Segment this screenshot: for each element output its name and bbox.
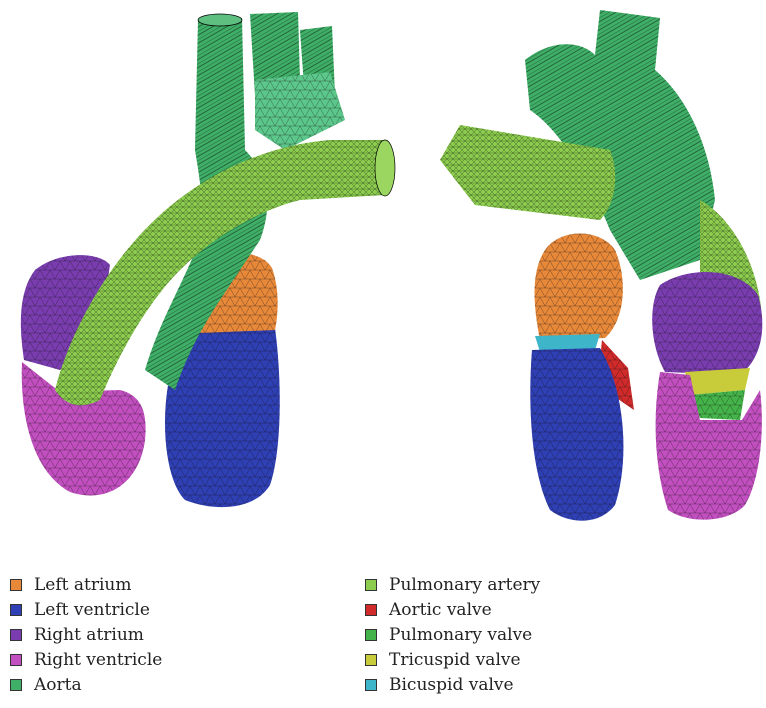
legend-swatch: [365, 604, 377, 616]
legend-item: Right ventricle: [10, 649, 162, 671]
legend-swatch: [365, 679, 377, 691]
legend-label: Pulmonary valve: [389, 625, 532, 645]
legend-label: Right atrium: [34, 625, 144, 645]
legend-item: Left atrium: [10, 574, 131, 596]
legend-label: Tricuspid valve: [389, 650, 521, 670]
legend-swatch: [10, 579, 22, 591]
legend-swatch: [10, 679, 22, 691]
legend-item: Aortic valve: [365, 599, 492, 621]
legend-label: Pulmonary artery: [389, 575, 540, 595]
legend-label: Left atrium: [34, 575, 131, 595]
legend-item: Left ventricle: [10, 599, 150, 621]
legend-label: Bicuspid valve: [389, 675, 514, 695]
legend-item: Pulmonary artery: [365, 574, 540, 596]
heart-mesh-figure: [0, 0, 766, 540]
legend-item: Pulmonary valve: [365, 624, 532, 646]
legend-item: Bicuspid valve: [365, 674, 514, 696]
legend-swatch: [365, 654, 377, 666]
legend-swatch: [10, 654, 22, 666]
legend-item: Tricuspid valve: [365, 649, 521, 671]
legend-item: Aorta: [10, 674, 82, 696]
legend-swatch: [365, 579, 377, 591]
legend-swatch: [10, 604, 22, 616]
right-view: [440, 10, 762, 521]
legend-swatch: [365, 629, 377, 641]
left-view: [21, 12, 395, 507]
legend-label: Aortic valve: [389, 600, 492, 620]
legend-swatch: [10, 629, 22, 641]
legend-label: Aorta: [34, 675, 82, 695]
legend-label: Left ventricle: [34, 600, 150, 620]
legend-item: Right atrium: [10, 624, 144, 646]
legend-label: Right ventricle: [34, 650, 162, 670]
